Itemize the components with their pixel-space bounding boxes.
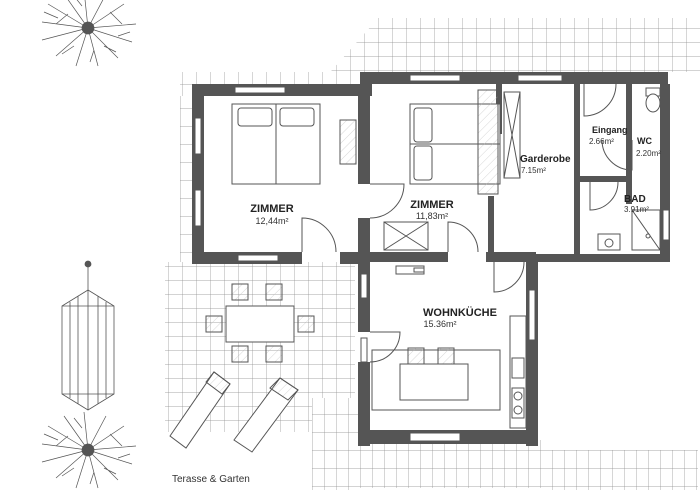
doors (301, 83, 633, 363)
garderobe-cabinet (503, 91, 521, 179)
room-area: 3.91m² (624, 205, 649, 214)
room-name: WC (637, 136, 652, 146)
room-name: Garderobe (520, 154, 571, 165)
sink-icon (597, 233, 621, 251)
room-garderobe: Garderobe 7.15m² (520, 154, 571, 175)
tree-icon (41, 411, 137, 489)
room-area: 15.36m² (423, 319, 456, 329)
paving (165, 18, 700, 490)
bed-icon (231, 103, 357, 185)
room-area: 2.66m² (589, 137, 614, 146)
room-area: 11,83m² (416, 211, 448, 221)
shower-icon (631, 209, 661, 251)
kitchen-island (371, 349, 501, 411)
wardrobe (383, 221, 429, 251)
table-icon (225, 305, 295, 343)
room-eingang: Eingang 2.66m² (589, 125, 628, 146)
room-zimmer-2: ZIMMER 11,83m² (410, 199, 453, 221)
room-name: ZIMMER (250, 203, 293, 215)
room-name: Eingang (592, 125, 628, 135)
room-area: 12,44m² (255, 216, 288, 226)
kitchen-counter (509, 315, 527, 429)
terrace-label: Terasse & Garten (172, 474, 250, 485)
room-wc: WC 2.20m² (636, 136, 661, 158)
room-name: ZIMMER (410, 199, 453, 211)
room-zimmer-1: ZIMMER 12,44m² (250, 203, 293, 226)
room-name: WOHNKÜCHE (423, 306, 497, 319)
stove-icon (511, 387, 525, 419)
lantern-icon (61, 260, 115, 411)
counter-shelf (395, 265, 425, 275)
room-wohnkueche: WOHNKÜCHE 15.36m² (423, 306, 497, 329)
room-name: BAD (624, 194, 646, 205)
toilet-icon (645, 87, 661, 113)
sink-icon (511, 357, 525, 379)
windows (194, 74, 670, 442)
room-area: 2.20m² (636, 149, 661, 158)
room-bad: BAD 3.91m² (624, 194, 649, 214)
bed-icon (409, 89, 501, 195)
room-area: 7.15m² (521, 166, 546, 175)
sun-lounger-icon (169, 371, 299, 453)
tree-icon (41, 0, 137, 67)
bar-stool-icon (407, 347, 455, 365)
chair-icon (205, 283, 315, 363)
